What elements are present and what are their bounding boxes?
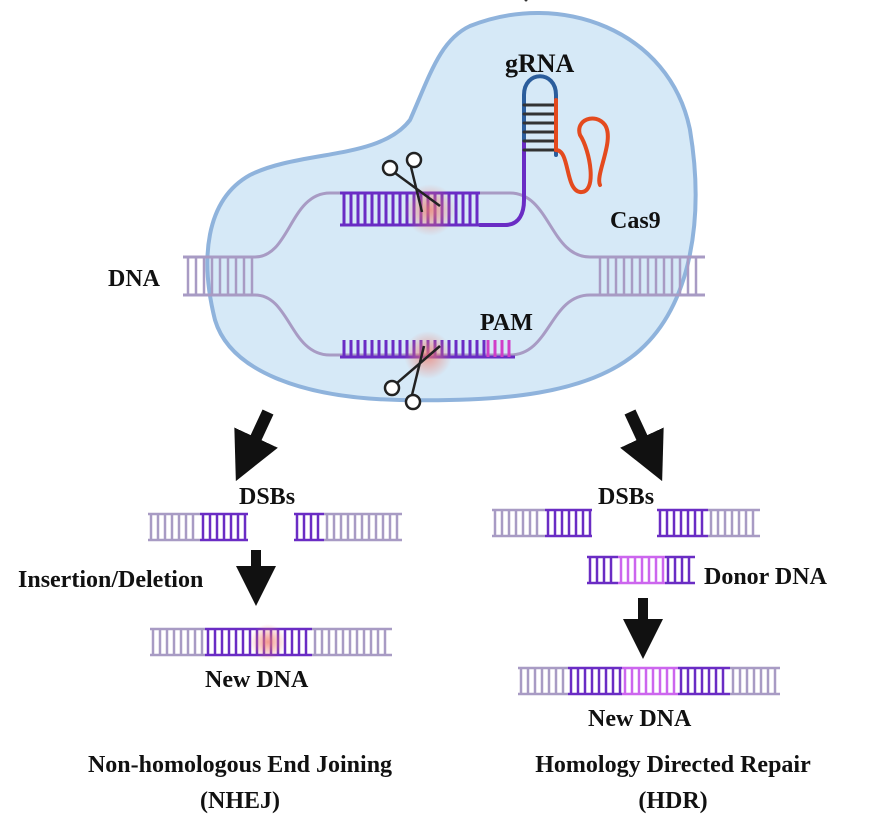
- dna-rungs-right: [598, 257, 698, 295]
- nhej-dsb-fragments: [148, 512, 402, 542]
- hdr-abbr: (HDR): [638, 788, 707, 814]
- hdr-dsb-fragments: [492, 508, 760, 538]
- dna-rungs-left: [186, 257, 254, 295]
- scissors-icon-bottom: [383, 345, 441, 411]
- grna-structure: [478, 0, 610, 227]
- cas9-label: Cas9: [610, 208, 661, 234]
- dsbs-right-label: DSBs: [598, 484, 654, 510]
- arrow-to-nhej: [234, 409, 278, 482]
- indel-glow: [250, 624, 286, 660]
- arrow-to-hdr: [620, 409, 664, 482]
- donor-dna: [587, 555, 695, 585]
- grna-label: gRNA: [505, 49, 575, 78]
- insertion-deletion-label: Insertion/Deletion: [18, 567, 203, 593]
- dna-label: DNA: [108, 266, 161, 292]
- dsbs-left-label: DSBs: [239, 484, 295, 510]
- hdr-new-dna: [518, 666, 780, 696]
- hdr-title: Homology Directed Repair: [535, 752, 811, 778]
- pam-label: PAM: [480, 310, 533, 336]
- new-dna-left-label: New DNA: [205, 667, 309, 693]
- donor-dna-label: Donor DNA: [704, 564, 828, 590]
- new-dna-right-label: New DNA: [588, 706, 692, 732]
- nhej-title: Non-homologous End Joining: [88, 752, 392, 778]
- cut-glow-top: [404, 184, 456, 236]
- scissors-icon-top: [381, 151, 441, 213]
- nhej-abbr: (NHEJ): [200, 788, 280, 814]
